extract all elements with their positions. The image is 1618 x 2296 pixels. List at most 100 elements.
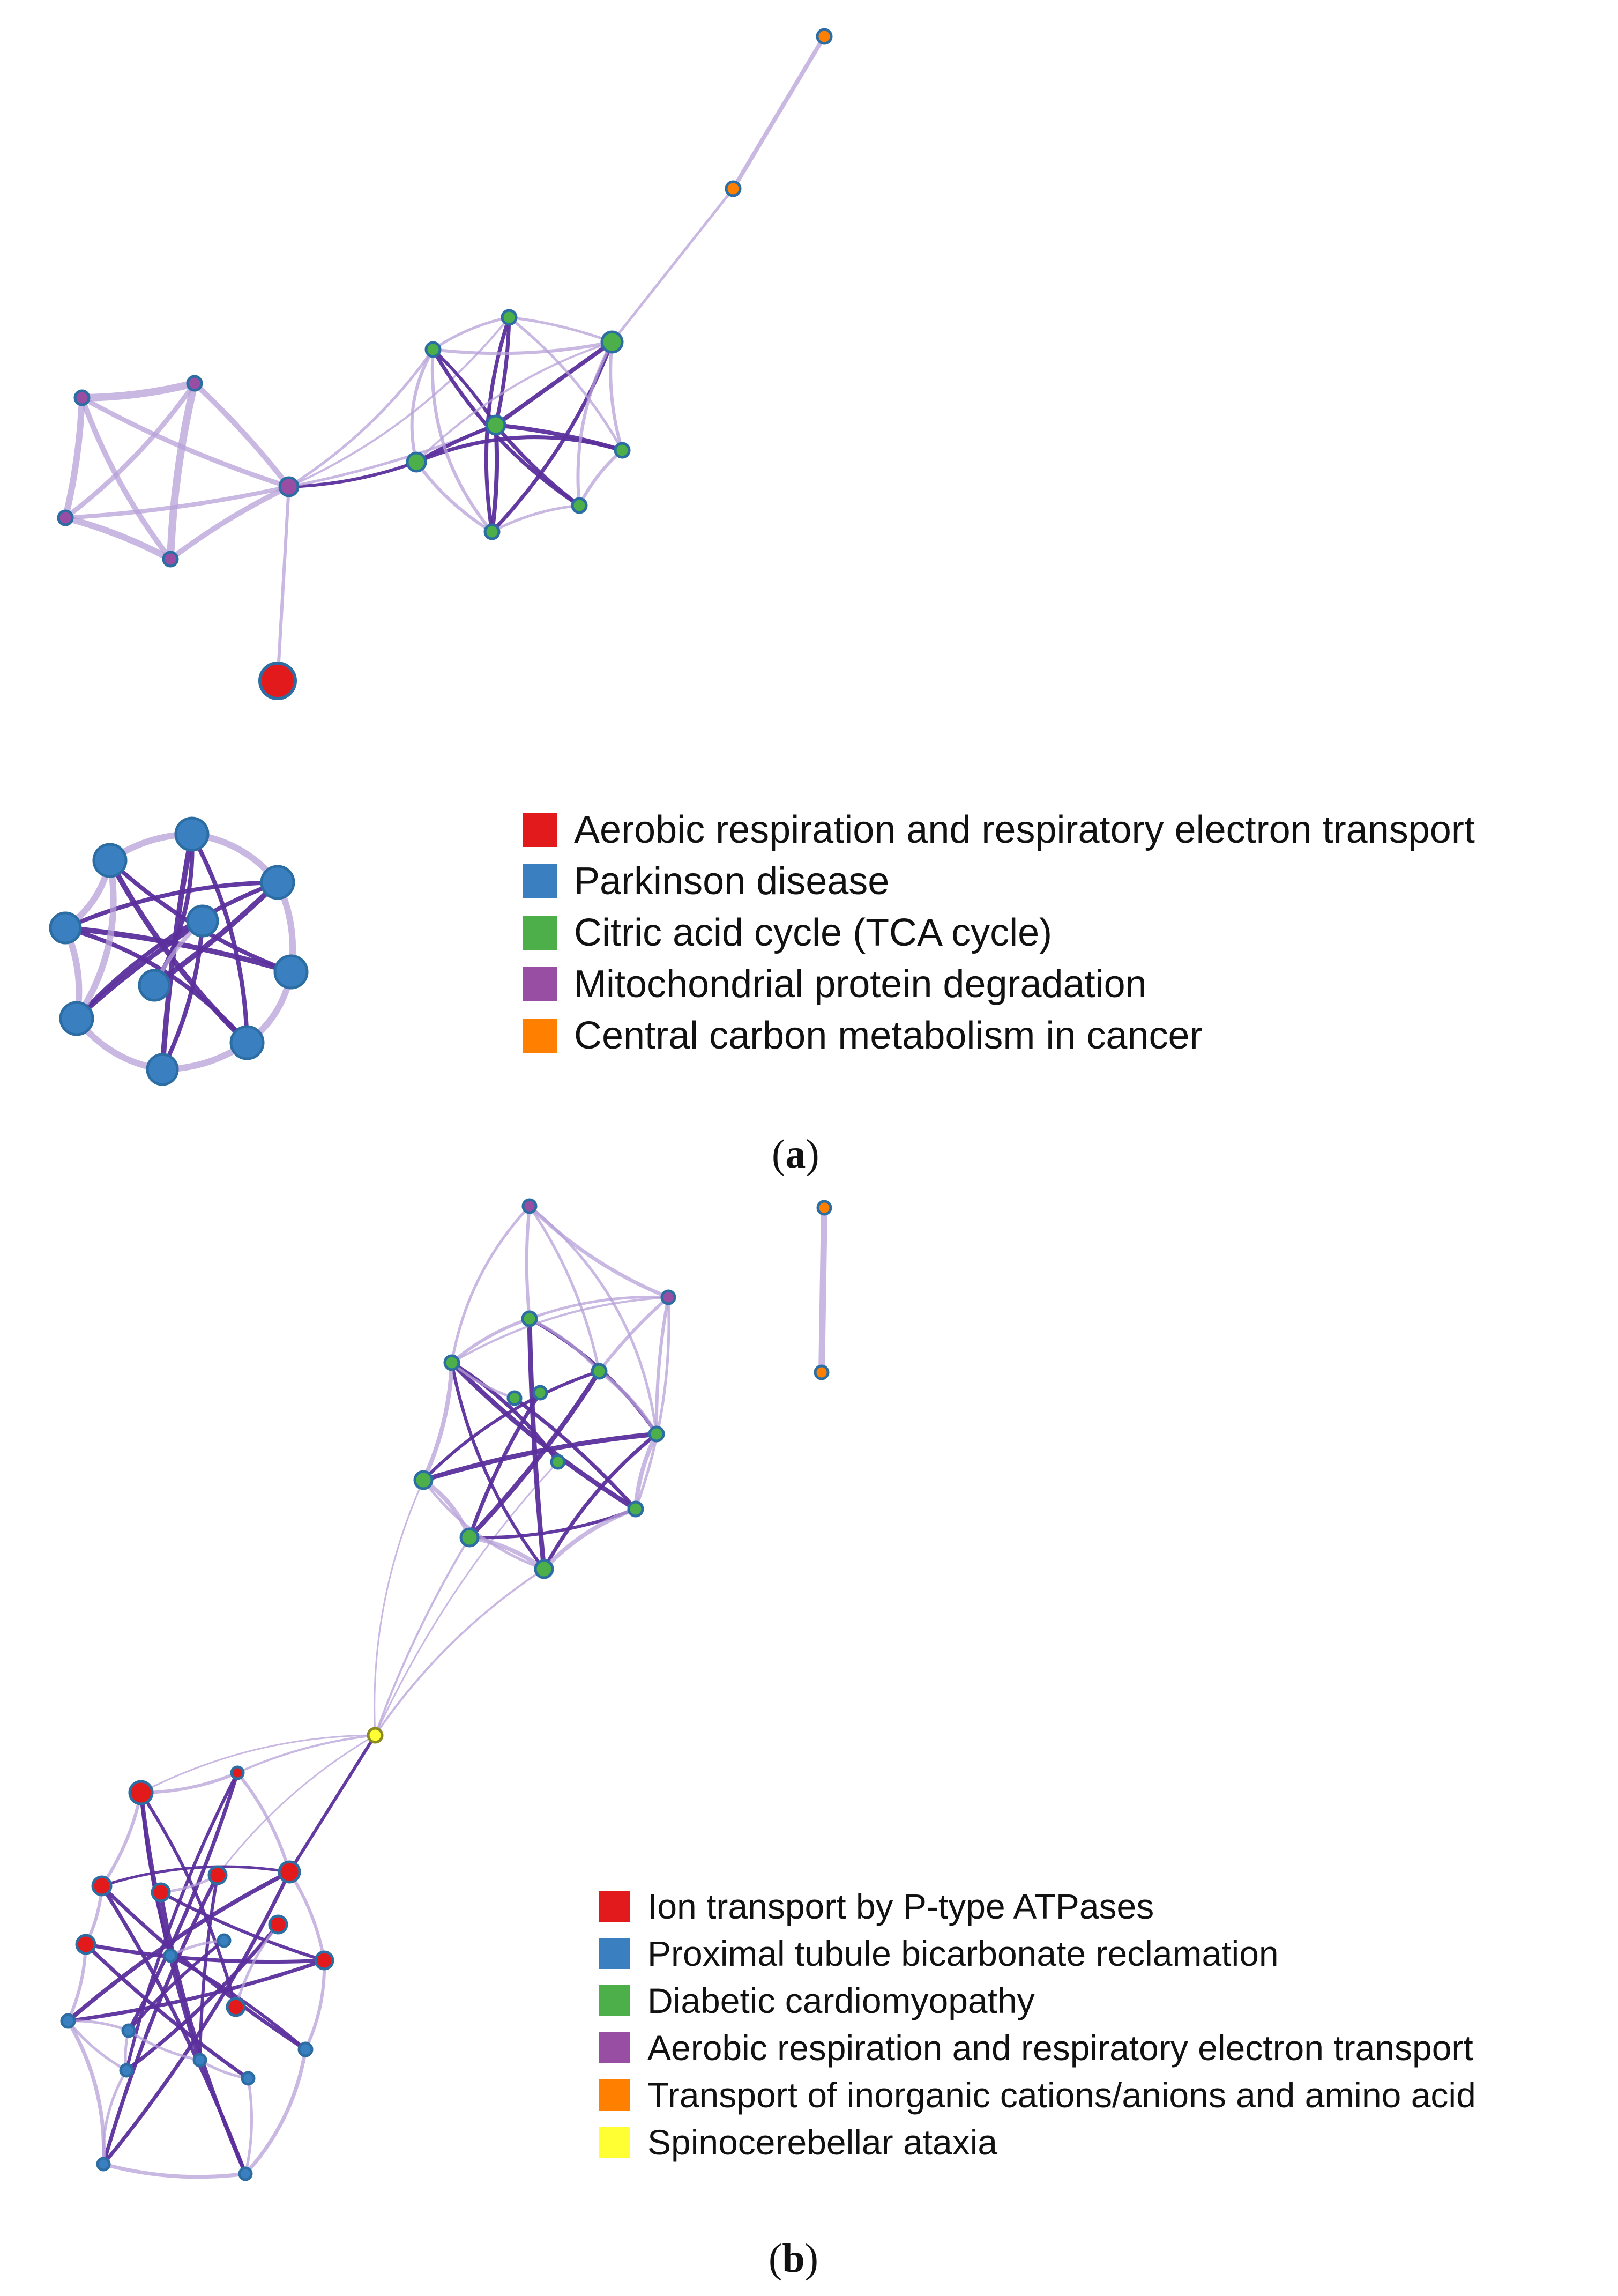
- network-edge: [288, 1734, 377, 1874]
- network-edge: [731, 34, 826, 191]
- network-edge: [287, 460, 418, 488]
- network-node: [278, 476, 300, 497]
- legend-item: Diabetic cardiomyopathy: [599, 1977, 1476, 2024]
- network-edge: [610, 187, 735, 344]
- network-edge: [66, 2019, 106, 2166]
- network-edge: [100, 1865, 291, 1888]
- network-edge: [62, 395, 85, 521]
- network-node: [816, 1200, 832, 1216]
- network-edge: [66, 2019, 128, 2072]
- network-node: [816, 28, 833, 45]
- network-node: [241, 2071, 256, 2086]
- network-edge: [578, 449, 624, 507]
- network-node: [648, 1425, 665, 1443]
- legend-swatch: [523, 1019, 557, 1053]
- network-node: [207, 1865, 228, 1885]
- network-edge: [528, 1205, 601, 1373]
- network-edge: [576, 340, 614, 507]
- network-edge: [192, 381, 292, 489]
- network-edge: [525, 1205, 531, 1320]
- network-node: [121, 2023, 136, 2038]
- panel-b-nodes: [60, 1198, 832, 2181]
- network-node: [226, 1997, 246, 2017]
- legend-label: Diabetic cardiomyopathy: [647, 1981, 1035, 2020]
- network-edge: [431, 340, 614, 355]
- network-node: [60, 2013, 76, 2029]
- network-edge: [74, 880, 280, 1021]
- legend-swatch: [599, 1891, 630, 1922]
- network-edge: [450, 1317, 531, 1364]
- legend-swatch: [599, 2127, 630, 2158]
- network-edge: [63, 926, 249, 1045]
- legend-label: Spinocerebellar ataxia: [647, 2122, 998, 2162]
- network-edge: [217, 1734, 376, 1876]
- legend-swatch: [523, 864, 557, 898]
- network-edge: [140, 1734, 376, 1794]
- network-edge: [100, 1791, 143, 1888]
- network-edge: [63, 880, 280, 930]
- legend-label: Transport of inorganic cations/anions an…: [647, 2075, 1476, 2115]
- network-node: [814, 1364, 830, 1380]
- network-edge: [102, 2069, 128, 2166]
- network-edge: [431, 347, 581, 508]
- panel-a-label: (a): [772, 1132, 819, 1177]
- network-edge: [528, 1317, 601, 1373]
- network-edge: [139, 1771, 239, 1794]
- legend-item: Spinocerebellar ataxia: [599, 2119, 1476, 2166]
- network-edge: [633, 1432, 659, 1511]
- legend-label: Parkinson disease: [574, 860, 890, 903]
- network-edge: [430, 348, 494, 533]
- legend-swatch: [523, 813, 557, 847]
- network-edge: [287, 423, 497, 488]
- network-edge: [125, 1771, 239, 2072]
- network-node: [91, 1875, 113, 1897]
- network-node: [459, 1527, 480, 1548]
- network-edge: [101, 2162, 248, 2179]
- network-node: [174, 816, 210, 852]
- network-node: [501, 309, 518, 326]
- network-edge: [422, 1370, 601, 1482]
- network-edge: [598, 1296, 670, 1373]
- network-edge: [528, 1205, 658, 1436]
- network-edge: [451, 1296, 669, 1364]
- network-edge: [410, 348, 435, 464]
- network-edge: [73, 857, 117, 1022]
- network-node: [268, 1914, 288, 1935]
- network-node: [186, 375, 203, 392]
- network-edge: [63, 381, 197, 521]
- network-edge: [244, 2077, 253, 2175]
- legend-item: Parkinson disease: [523, 856, 1475, 907]
- network-edge: [139, 1791, 172, 1957]
- network-edge: [79, 395, 173, 562]
- network-node: [57, 509, 74, 526]
- legend-item: Citric acid cycle (TCA cycle): [523, 907, 1475, 958]
- legend-swatch: [599, 1985, 630, 2016]
- network-node: [186, 904, 219, 938]
- legend-label: Citric acid cycle (TCA cycle): [574, 911, 1053, 954]
- network-node: [627, 1500, 644, 1518]
- network-edge: [168, 484, 292, 562]
- legend-item: Aerobic respiration and respiratory elec…: [523, 804, 1475, 856]
- network-edge: [508, 316, 614, 344]
- network-edge: [450, 1361, 546, 1571]
- panel-a-nodes: [49, 28, 833, 1086]
- network-node: [162, 551, 179, 568]
- network-edge: [414, 435, 624, 464]
- network-node: [532, 1385, 548, 1401]
- network-edge: [374, 1461, 559, 1736]
- network-edge: [494, 340, 614, 427]
- network-node: [258, 662, 297, 700]
- network-node: [278, 1860, 301, 1884]
- network-edge: [421, 1361, 454, 1482]
- legend-label: Mitochondrial protein degradation: [574, 963, 1147, 1006]
- network-node: [238, 2166, 253, 2181]
- network-node: [151, 1882, 171, 1903]
- network-node: [600, 330, 624, 354]
- network-node: [138, 969, 171, 1002]
- network-node: [367, 1727, 384, 1744]
- network-edge: [467, 1369, 602, 1540]
- panel-a-legend: Aerobic respiration and respiratory elec…: [523, 804, 1475, 1061]
- legend-label: Proximal tubule bicarbonate reclamation: [647, 1934, 1279, 1973]
- network-edge: [236, 1771, 291, 1874]
- network-edge: [609, 340, 624, 452]
